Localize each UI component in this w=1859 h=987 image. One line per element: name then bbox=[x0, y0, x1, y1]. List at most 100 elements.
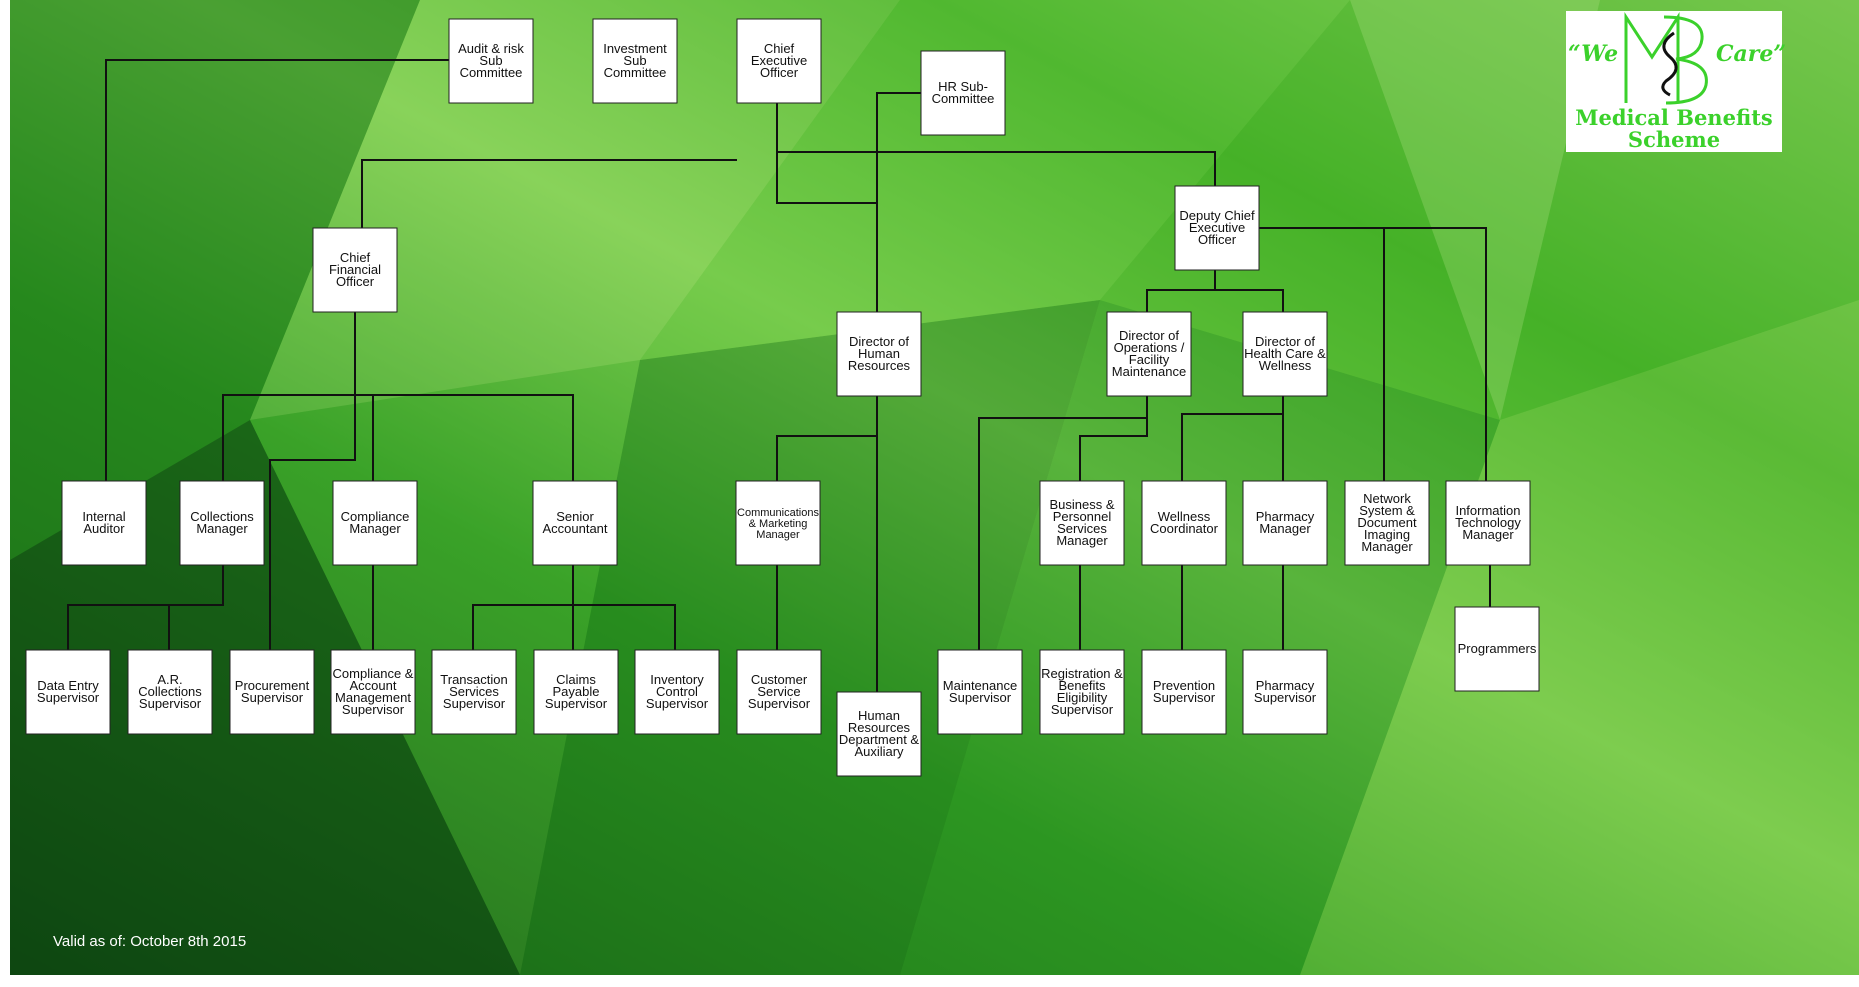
org-box-label-line: Chief bbox=[764, 41, 795, 56]
org-box-label-line: Supervisor bbox=[748, 696, 811, 711]
org-box-label-line: Officer bbox=[336, 274, 375, 289]
org-box-frame bbox=[920, 50, 1006, 136]
org-box-label-line: Pharmacy bbox=[1256, 509, 1315, 524]
org-box-label-line: Business & bbox=[1049, 497, 1114, 512]
org-box-label-line: Supervisor bbox=[37, 690, 100, 705]
medical-benefits-scheme-logo: “We Care” Medical Benefits Scheme bbox=[1566, 11, 1786, 152]
org-box-label-line: Supervisor bbox=[646, 696, 709, 711]
org-box-label-line: Manager bbox=[1361, 539, 1413, 554]
connector-line bbox=[978, 396, 1148, 650]
org-box-label-line: Registration & bbox=[1041, 666, 1123, 681]
org-box-label-line: Maintenance bbox=[943, 678, 1017, 693]
org-box-label-line: Supervisor bbox=[949, 690, 1012, 705]
org-box-label-line: Benefits bbox=[1059, 678, 1106, 693]
green-polygon-background bbox=[10, 0, 1859, 975]
org-box-label-line: Department & bbox=[839, 732, 920, 747]
org-box-frame bbox=[836, 311, 922, 397]
org-box-label-line: Investment bbox=[603, 41, 667, 56]
org-box-label-line: Health Care & bbox=[1244, 346, 1326, 361]
org-box-label-line: Manager bbox=[756, 529, 800, 541]
org-box-frame bbox=[634, 649, 720, 735]
org-box-label-line: Executive bbox=[1189, 220, 1245, 235]
org-box-label-line: Human bbox=[858, 708, 900, 723]
org-box-label-line: Customer bbox=[751, 672, 808, 687]
org-box-label-line: Wellness bbox=[1259, 358, 1312, 373]
org-box-registration: Registration &BenefitsEligibilitySupervi… bbox=[1039, 649, 1125, 735]
org-box-frame bbox=[1445, 480, 1531, 566]
org-box-frame bbox=[1141, 649, 1227, 735]
org-box-label-line: Personnel bbox=[1053, 509, 1112, 524]
org-box-label-line: Manager bbox=[1056, 533, 1108, 548]
org-box-label-line: Management bbox=[335, 690, 411, 705]
org-box-frame bbox=[431, 649, 517, 735]
mbs-monogram-icon bbox=[1624, 11, 1708, 105]
org-box-label-line: A.R. bbox=[157, 672, 182, 687]
org-box-label-line: Supervisor bbox=[139, 696, 202, 711]
org-box-label-line: Claims bbox=[556, 672, 596, 687]
org-box-label-line: Supervisor bbox=[1254, 690, 1317, 705]
org-box-label-line: & Marketing bbox=[749, 518, 808, 530]
org-box-label-line: Supervisor bbox=[1051, 702, 1114, 717]
org-box-label-line: Data Entry bbox=[37, 678, 99, 693]
org-box-hr-sub: HR Sub-Committee bbox=[920, 50, 1006, 136]
org-box-programmers: Programmers bbox=[1454, 606, 1540, 692]
org-box-label-line: Human bbox=[858, 346, 900, 361]
org-box-frame bbox=[1106, 311, 1192, 397]
org-box-frame bbox=[735, 480, 821, 566]
org-box-frame bbox=[532, 480, 618, 566]
connector-line bbox=[1079, 418, 1148, 481]
org-box-label-line: Supervisor bbox=[443, 696, 506, 711]
connector-line bbox=[361, 159, 737, 228]
org-box-label-line: Service bbox=[757, 684, 800, 699]
org-box-frame bbox=[1242, 480, 1328, 566]
org-box-label-line: Manager bbox=[349, 521, 401, 536]
org-box-label-line: Procurement bbox=[235, 678, 310, 693]
org-box-frame bbox=[1174, 185, 1260, 271]
org-box-label-line: Control bbox=[656, 684, 698, 699]
org-box-frame bbox=[836, 691, 922, 777]
org-box-label-line: Transaction bbox=[440, 672, 507, 687]
org-box-label-line: Prevention bbox=[1153, 678, 1215, 693]
org-box-frame bbox=[127, 649, 213, 735]
org-box-label-line: Committee bbox=[932, 91, 995, 106]
connector-line bbox=[776, 103, 1216, 186]
org-box-label-line: Inventory bbox=[650, 672, 704, 687]
org-box-label-line: Manager bbox=[1259, 521, 1311, 536]
org-box-frame bbox=[1454, 606, 1540, 692]
org-box-label-line: Information bbox=[1455, 503, 1520, 518]
org-box-frame bbox=[448, 18, 534, 104]
org-box-frame bbox=[1039, 480, 1125, 566]
org-box-label-line: Manager bbox=[196, 521, 248, 536]
logo-title-line1: Medical Benefits bbox=[1575, 105, 1773, 130]
org-box-frame bbox=[592, 18, 678, 104]
org-box-label-line: Coordinator bbox=[1150, 521, 1219, 536]
org-box-label-line: Chief bbox=[340, 250, 371, 265]
connector-line bbox=[269, 312, 356, 650]
org-box-label-line: Director of bbox=[1255, 334, 1315, 349]
connector-line bbox=[472, 565, 574, 650]
org-box-label-line: Services bbox=[1057, 521, 1107, 536]
org-box-label-line: Pharmacy bbox=[1256, 678, 1315, 693]
connector-line bbox=[776, 435, 877, 481]
org-box-label-line: Document bbox=[1357, 515, 1417, 530]
org-box-label-line: Director of bbox=[1119, 328, 1179, 343]
org-box-label-line: Audit & risk bbox=[458, 41, 524, 56]
logo-title-line2: Scheme bbox=[1627, 127, 1721, 152]
